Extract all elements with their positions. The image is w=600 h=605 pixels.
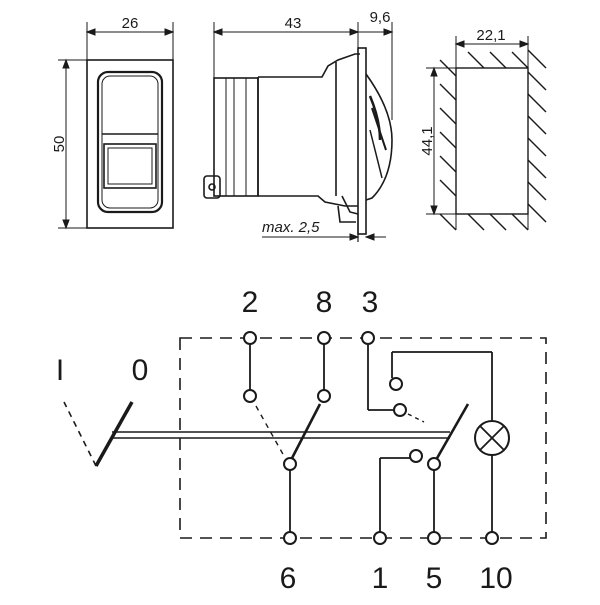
- blade-6: [288, 403, 322, 463]
- front-height-label: 50: [51, 136, 68, 153]
- contact-lamp-upper: [389, 377, 403, 391]
- side-depth-label: 9,6: [370, 9, 391, 26]
- cutout-width-label: 22,1: [476, 27, 505, 44]
- schematic: [63, 331, 547, 545]
- panel-thickness-dimension: [262, 233, 386, 241]
- terminal-6: [283, 531, 297, 545]
- terminal-5: [427, 531, 441, 545]
- rocker-window-inner: [107, 147, 153, 185]
- pivot-5: [427, 457, 441, 471]
- panel-flange: [357, 47, 367, 235]
- terminal-3: [361, 331, 375, 345]
- rocker-outline: [96, 70, 164, 214]
- pin-label-3: 3: [362, 286, 379, 319]
- position-off-label: I: [56, 354, 64, 387]
- side-body-bottom: [258, 195, 358, 207]
- pin-label-1: 1: [372, 562, 389, 595]
- side-depth-dimension: [358, 22, 394, 120]
- panel-cutout: [439, 36, 547, 231]
- contact-3: [393, 403, 407, 417]
- side-body-top: [258, 53, 360, 78]
- side-length-label: 43: [285, 15, 302, 32]
- terminal-2: [243, 331, 257, 345]
- contact-8: [317, 389, 331, 403]
- connector-block: [213, 77, 259, 197]
- terminal-10: [485, 531, 499, 545]
- terminal-8: [317, 331, 331, 345]
- side-length-dimension: [212, 22, 360, 78]
- terminal-1: [373, 531, 387, 545]
- terminal-tab: [203, 175, 221, 199]
- cutout-rect: [455, 67, 529, 215]
- pin-label-5: 5: [426, 562, 443, 595]
- rocker-inner: [101, 75, 159, 209]
- cutout-hatching: [439, 49, 547, 231]
- contact-2-dashed-path: [255, 405, 285, 457]
- rocker-window: [103, 143, 157, 189]
- side-view: [203, 47, 393, 242]
- pivot-6: [283, 457, 297, 471]
- pin-label-2: 2: [242, 286, 259, 319]
- contact-2: [243, 389, 257, 403]
- contact-1: [409, 449, 423, 463]
- front-height-dimension: [58, 58, 87, 230]
- front-width-dimension: [85, 22, 175, 60]
- pin-label-6: 6: [280, 562, 297, 595]
- blade-5: [434, 403, 470, 461]
- panel-thickness-label: max. 2,5: [262, 219, 320, 236]
- front-width-label: 26: [122, 15, 139, 32]
- cutout-height-dimension: [426, 66, 456, 216]
- cutout-height-label: 44,1: [419, 126, 436, 155]
- front-bezel: [86, 59, 174, 229]
- actuator-off-position: [63, 401, 97, 467]
- snap-clip: [337, 205, 356, 223]
- pin-label-8: 8: [316, 286, 333, 319]
- position-on-label: 0: [132, 354, 149, 387]
- pin-label-10: 10: [479, 562, 512, 595]
- rocker-profile: [365, 73, 393, 201]
- cutout-width-dimension: [454, 36, 530, 68]
- front-view: [86, 59, 174, 229]
- actuator-lever: [94, 401, 134, 467]
